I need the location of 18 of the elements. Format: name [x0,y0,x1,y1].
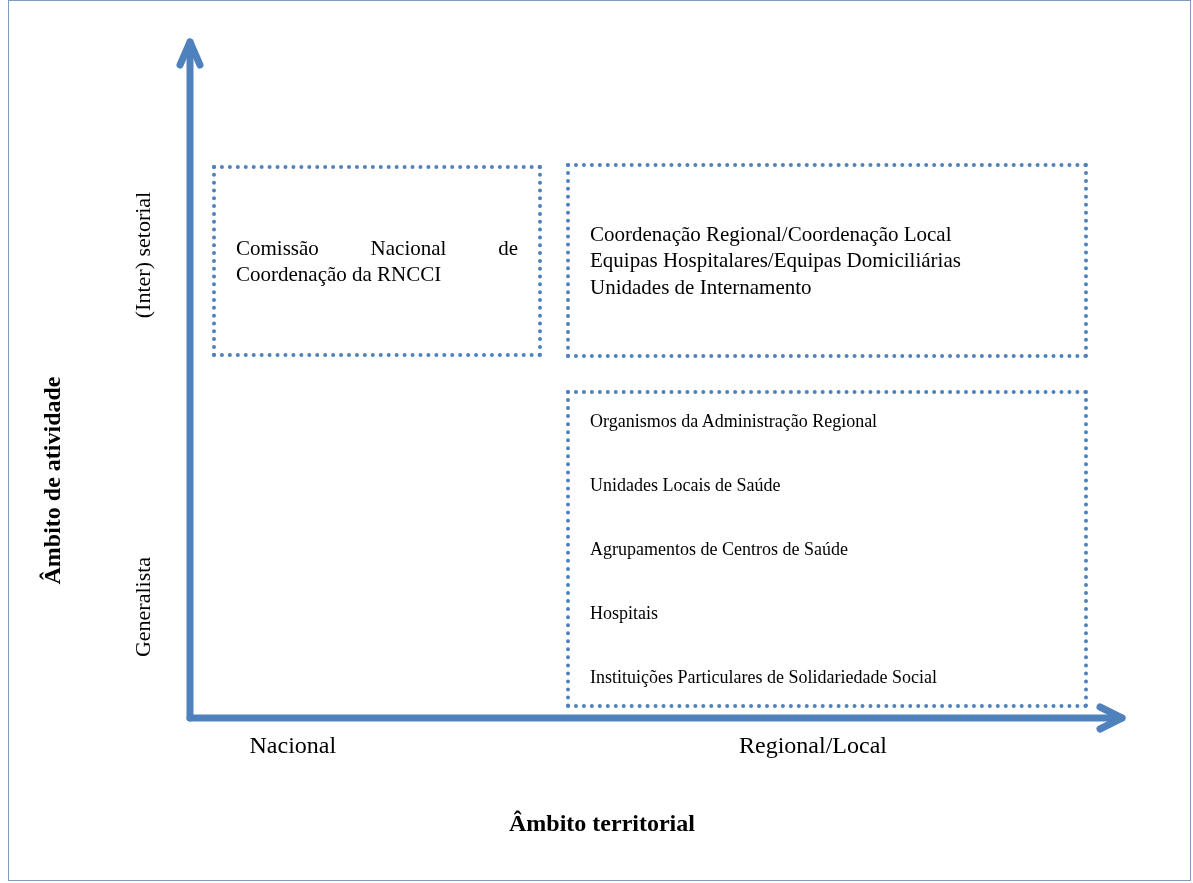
item-text: Hospitais [590,601,659,625]
axis-title: Âmbito de atividade [38,376,66,584]
item-text: Agrupamentos de Centros de Saúde [590,537,849,561]
axis-category-label: Nacional [249,731,337,759]
item-text: Organismos da Administração Regional [590,410,879,433]
item-text: Equipas Hospitalares/Equipas Domiciliárias [590,247,962,274]
axis-category-label: Regional/Local [739,731,887,759]
axis-title: Âmbito territorial [509,809,695,837]
item-text: Comissão Nacional de Coordenação da RNCCI [236,234,518,288]
dotted-category-box [566,163,1088,358]
item-text: Unidades Locais de Saúde [590,473,782,497]
dotted-category-box [566,390,1088,708]
item-text: Unidades de Internamento [590,273,813,300]
item-text: Instituições Particulares de Solidariedade Social [590,665,938,688]
item-text: Coordenação Regional/Coordenação Local [590,221,953,248]
dotted-category-box [212,165,542,357]
axis-category-label: Generalista [130,556,157,658]
axis-category-label: (Inter) setorial [130,191,157,319]
